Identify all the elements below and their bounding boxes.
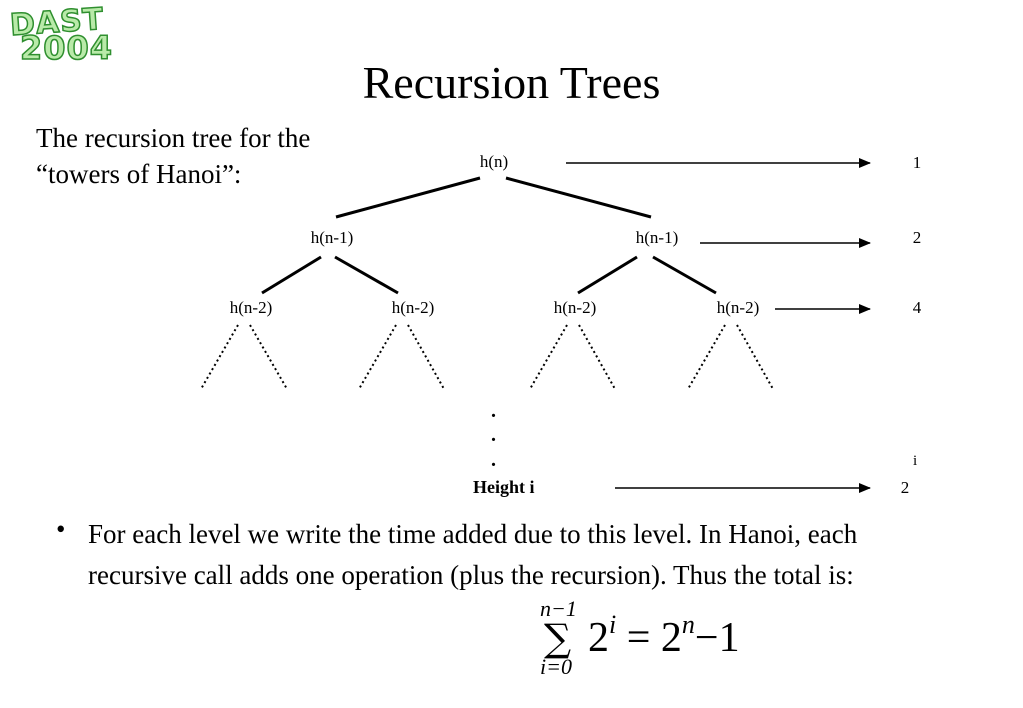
node-level1-b: h(n-1) xyxy=(635,228,679,247)
bullet-mark: • xyxy=(56,514,66,544)
edge-l1a-left xyxy=(261,255,322,295)
sum-formula: n−1 ∑ i=0 2i = 2n−1 xyxy=(538,596,818,692)
count-level0: 1 xyxy=(912,153,922,172)
rhs-base: 2 xyxy=(660,615,682,661)
count-level-i-base: 2 xyxy=(900,478,910,497)
formula-expression: 2i = 2n−1 xyxy=(588,610,740,662)
term-base: 2 xyxy=(588,615,609,661)
node-level2-a: h(n-2) xyxy=(229,298,273,317)
node-level2-b: h(n-2) xyxy=(391,298,435,317)
node-level1-a: h(n-1) xyxy=(310,228,354,247)
edge-l1b-left xyxy=(577,255,638,295)
slide-title: Recursion Trees xyxy=(362,57,661,108)
dotted-subtrees xyxy=(200,324,774,390)
ellipsis-dot-3: . xyxy=(491,449,496,471)
sum-upper-limit: n−1 xyxy=(540,596,577,621)
bullet-text: For each level we write the time added d… xyxy=(88,519,858,590)
sum-lower-limit: i=0 xyxy=(540,654,572,679)
rhs-tail: −1 xyxy=(694,615,740,661)
count-level-i-exponent: i xyxy=(913,453,918,469)
term-exponent: i xyxy=(609,610,617,639)
sigma-symbol: ∑ xyxy=(544,616,572,660)
edge-root-left xyxy=(335,176,481,219)
ellipsis-dot-2: . xyxy=(491,424,496,446)
node-root: h(n) xyxy=(479,152,509,171)
height-i-label: Height i xyxy=(473,477,535,497)
logo-line2: 2004 xyxy=(19,29,114,67)
edge-l1b-right xyxy=(652,255,717,295)
rhs-exponent: n xyxy=(681,610,695,639)
node-level2-c: h(n-2) xyxy=(553,298,597,317)
intro-text: The recursion tree for the “towers of Ha… xyxy=(36,123,311,189)
edge-root-right xyxy=(505,176,652,219)
node-level2-d: h(n-2) xyxy=(716,298,760,317)
ellipsis-dot-1: . xyxy=(491,400,496,422)
equals-sign: = xyxy=(626,615,651,661)
count-level1: 2 xyxy=(912,228,922,247)
dast-2004-logo: DAST 2004 xyxy=(6,1,146,67)
edge-l1a-right xyxy=(334,255,399,295)
count-level2: 4 xyxy=(912,298,922,317)
